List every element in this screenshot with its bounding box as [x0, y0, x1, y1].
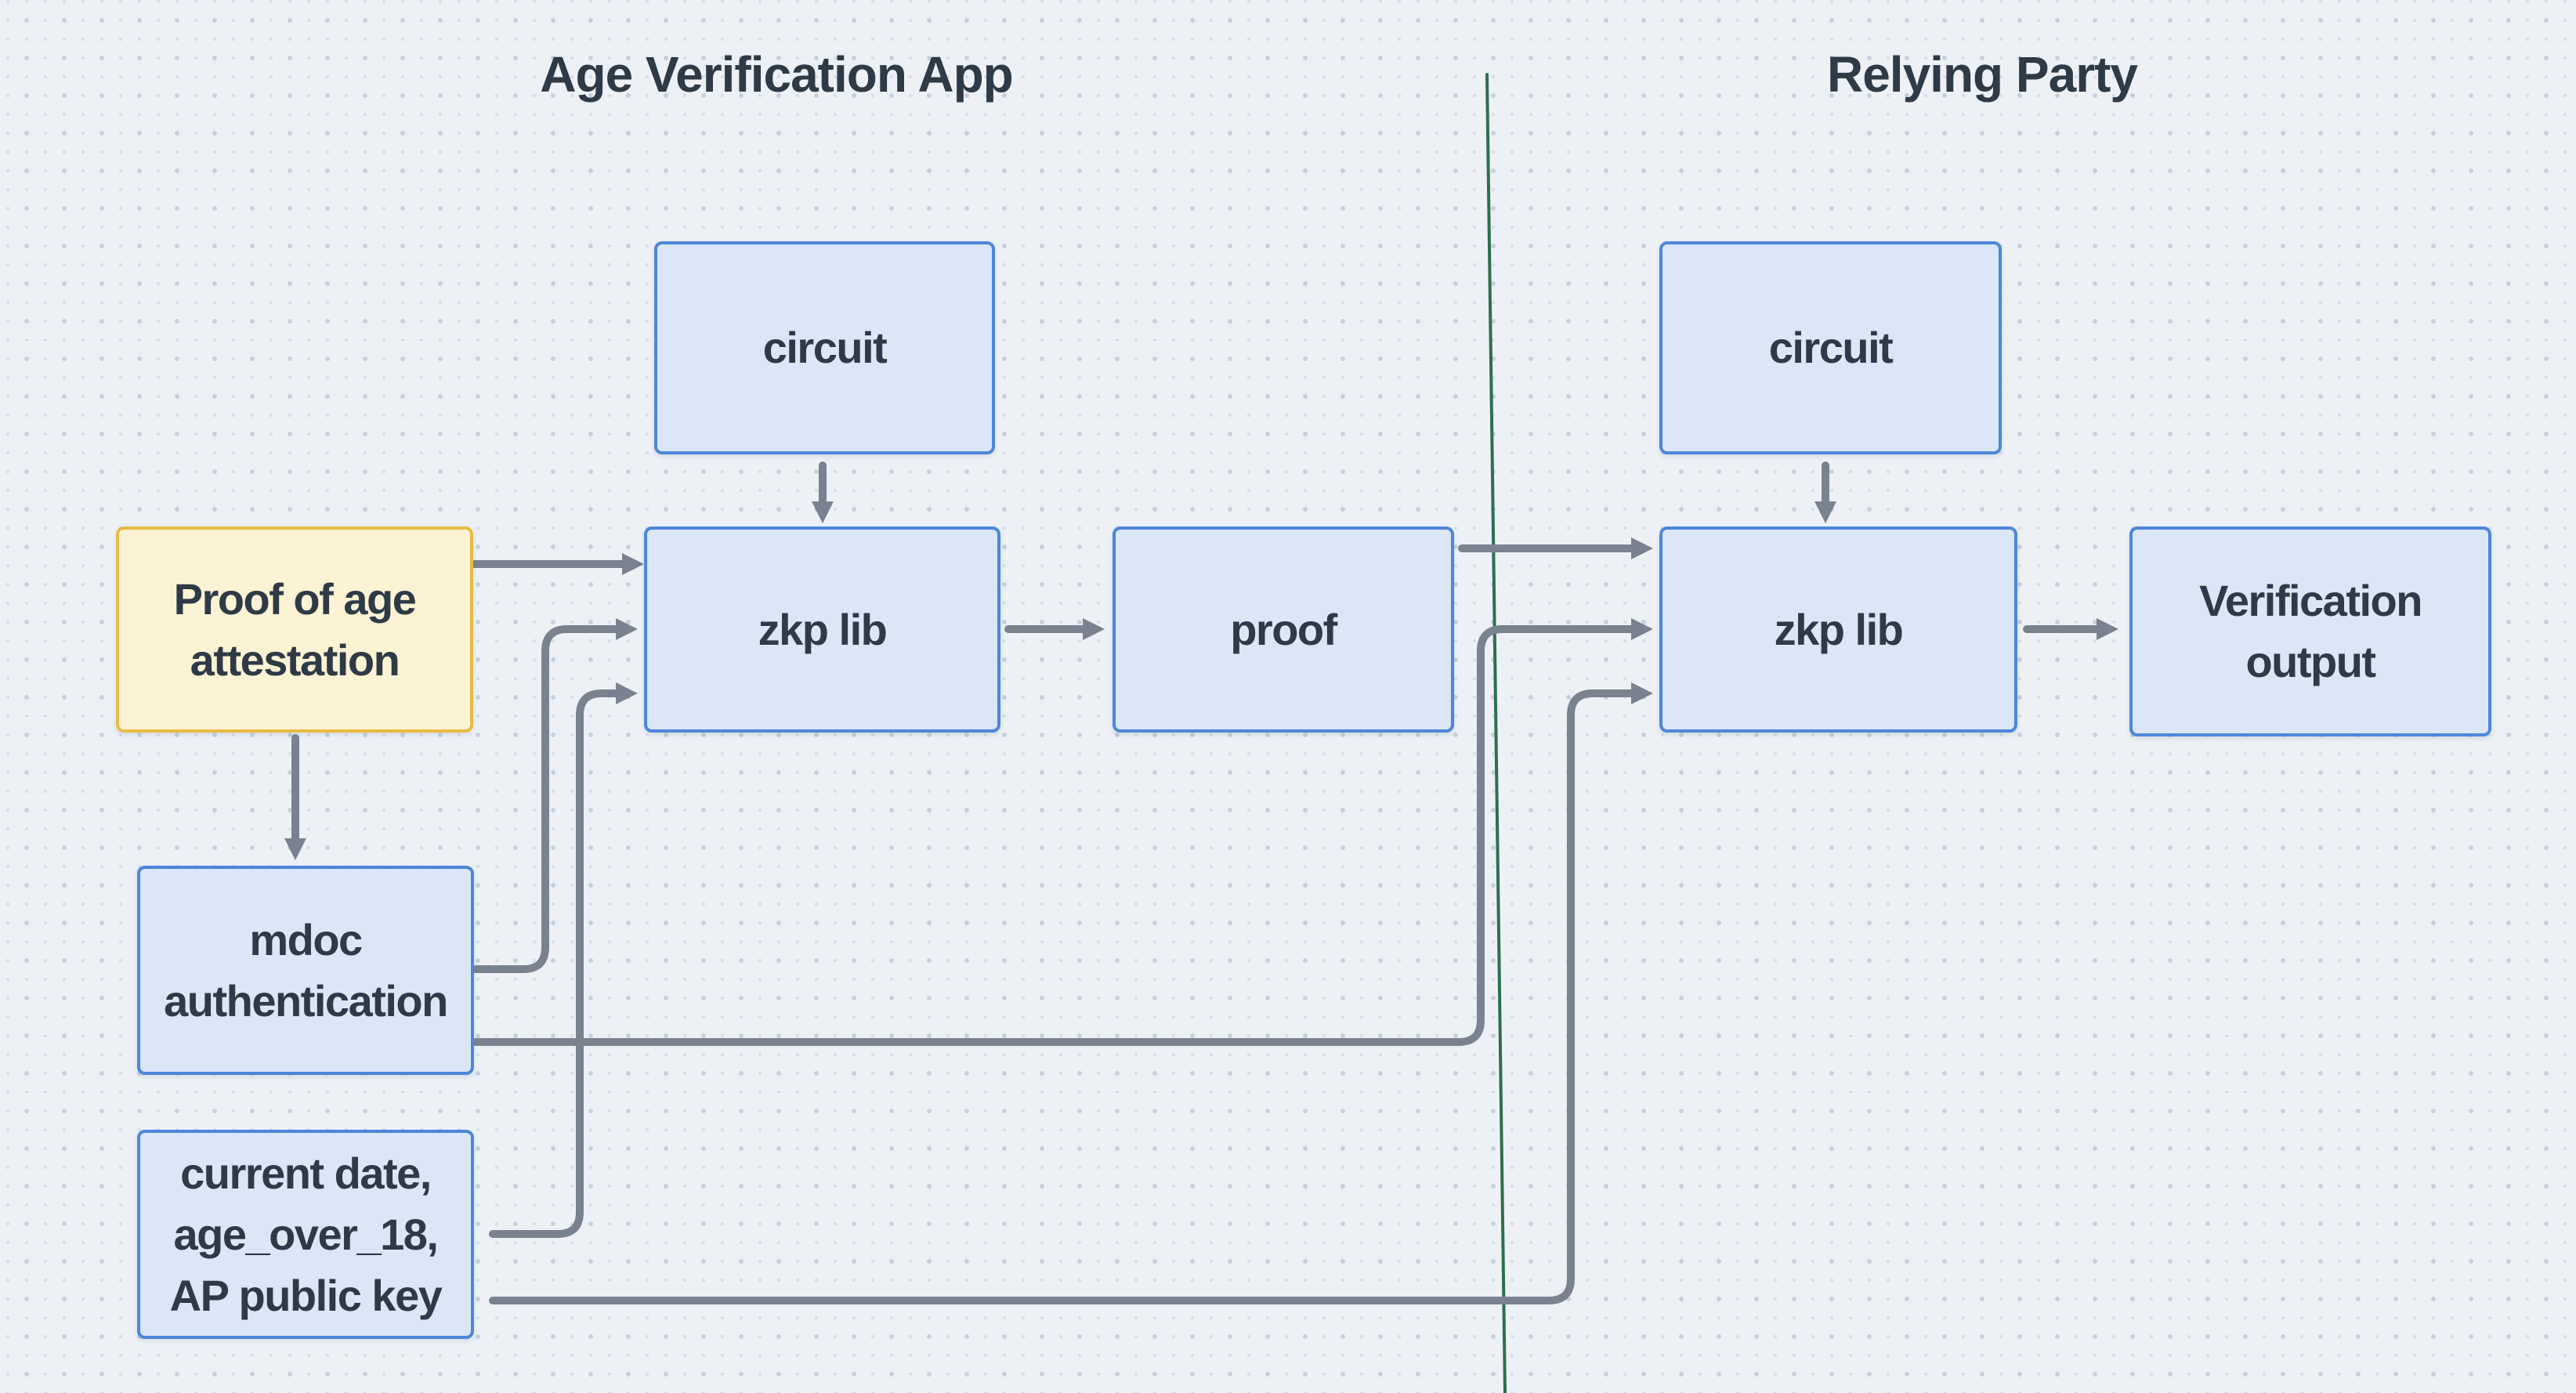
node-proof-of-age-attestation[interactable]: Proof of age attestation: [116, 526, 473, 733]
node-mdoc-authentication[interactable]: mdoc authentication: [137, 866, 474, 1075]
node-zkp-lib-left[interactable]: zkp lib: [644, 526, 1000, 733]
edge-proof-to-zkp-lib-right: [1458, 537, 1653, 559]
node-circuit-left[interactable]: circuit: [654, 241, 995, 454]
node-circuit-right[interactable]: circuit: [1659, 241, 2002, 454]
edge-inputs-to-zkp-lib-left: [489, 682, 638, 1238]
node-proof[interactable]: proof: [1113, 526, 1454, 733]
zone-title-relying-party: Relying Party: [1826, 46, 2138, 103]
edge-attestation-to-mdoc: [284, 734, 306, 860]
edge-mdoc-to-zkp-lib-left: [472, 618, 638, 973]
edge-inputs-to-zkp-lib-right: [489, 682, 1653, 1304]
edge-attestation-to-zkp-lib-left: [469, 553, 644, 575]
node-verification-output[interactable]: Verification output: [2129, 526, 2491, 736]
edge-mdoc-to-zkp-lib-right: [472, 618, 1653, 1046]
edge-zkp-lib-left-to-proof: [1004, 618, 1105, 640]
edge-circuit-left-to-zkp-lib-left: [812, 461, 834, 523]
trust-boundary-line: [1485, 73, 1507, 1393]
node-zkp-lib-right[interactable]: zkp lib: [1659, 526, 2017, 733]
zone-title-age-verification-app: Age Verification App: [540, 46, 1013, 103]
edge-zkp-lib-right-to-output: [2023, 618, 2118, 640]
edge-circuit-right-to-zkp-lib-right: [1814, 461, 1836, 523]
node-current-date-inputs[interactable]: current date, age_over_18, AP public key: [137, 1130, 474, 1339]
